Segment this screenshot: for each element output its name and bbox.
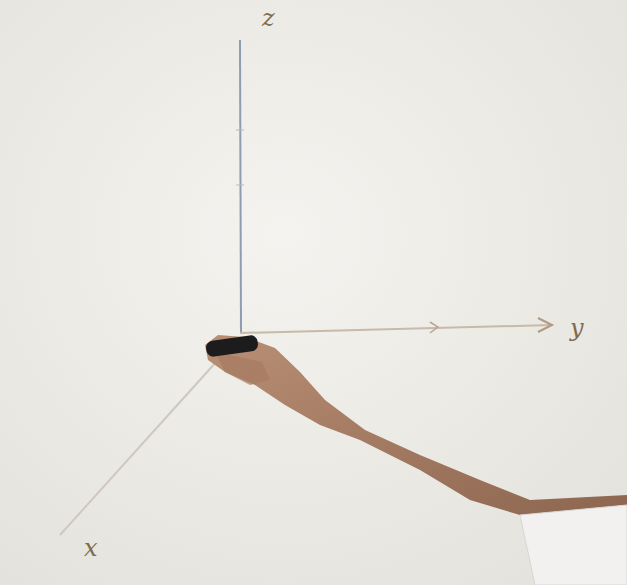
diagonal-axis <box>60 340 236 535</box>
marker <box>205 334 259 357</box>
tick-mark <box>236 130 244 131</box>
axis-label: y <box>570 316 584 340</box>
arrowhead <box>538 318 552 332</box>
tick-mark <box>430 322 438 333</box>
vertical-axis <box>240 40 241 334</box>
horizontal-axis <box>240 325 552 333</box>
axis-label: z <box>262 6 275 30</box>
sleeve <box>520 505 627 585</box>
tick-mark <box>236 185 244 186</box>
axis-label: x <box>84 536 98 560</box>
arm <box>205 335 627 515</box>
knuckles <box>215 352 270 385</box>
